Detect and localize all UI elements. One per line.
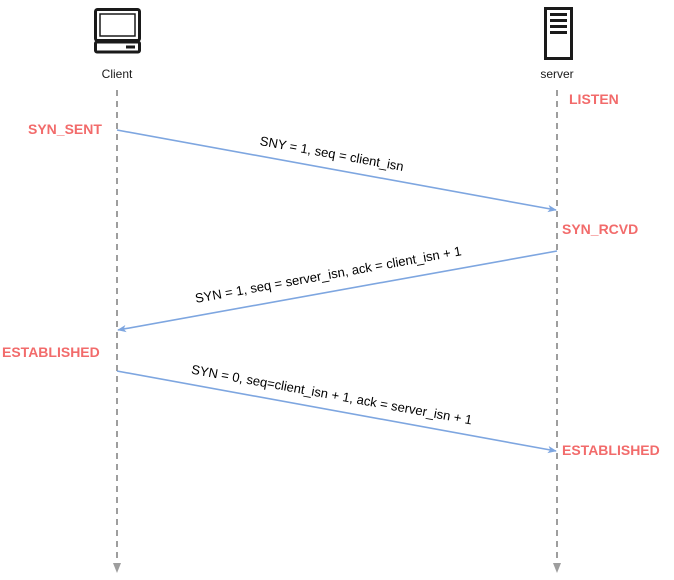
message-arrow-3 <box>116 370 557 454</box>
message-arrow-1 <box>116 129 557 213</box>
desktop-computer-icon <box>94 8 141 54</box>
message-label-1: SNY = 1, seq = client_isn <box>259 133 405 174</box>
state-syn-rcvd: SYN_RCVD <box>562 221 638 237</box>
server-tower-icon <box>544 7 573 60</box>
message-arrow-2 <box>117 250 558 333</box>
message-label-3: SYN = 0, seq=client_isn + 1, ack = serve… <box>190 362 473 428</box>
server-label: server <box>540 67 573 81</box>
state-listen: LISTEN <box>569 91 619 107</box>
client-label: Client <box>102 67 133 81</box>
state-syn-sent: SYN_SENT <box>28 121 102 137</box>
state-client-established: ESTABLISHED <box>2 344 100 360</box>
state-server-established: ESTABLISHED <box>562 442 660 458</box>
